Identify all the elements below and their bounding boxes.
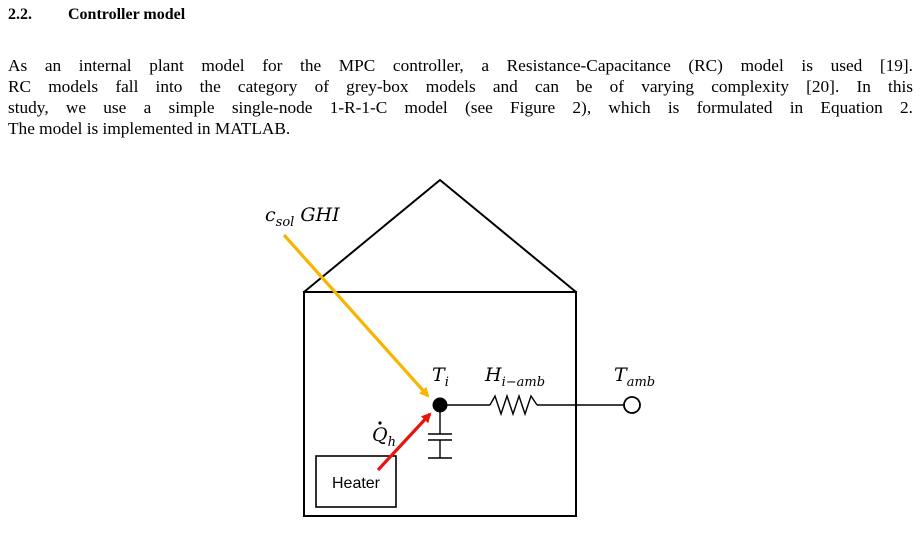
qh-label: Qh [372, 424, 396, 450]
paragraph-line: As an internal plant model for the MPC c… [8, 56, 913, 75]
tamb-terminal [623, 396, 641, 414]
solar-gain-label: csol GHI [265, 204, 340, 230]
heater-label: Heater [332, 475, 381, 492]
house-roof [303, 178, 577, 293]
section-heading: 2.2. Controller model [8, 6, 185, 24]
ti-node [432, 397, 448, 413]
section-title: Controller model [68, 6, 186, 23]
house-body [303, 291, 577, 517]
qh-dot [378, 421, 382, 425]
resistance-label: Hi−amb [484, 364, 545, 390]
tamb-label: Tamb [614, 364, 655, 390]
paragraph-line: The model is implemented in MATLAB. [8, 119, 291, 138]
solar-gain-arrow [282, 233, 430, 398]
paragraph-line: study, we use a simple single-node 1-R-1… [8, 98, 913, 117]
resistor-symbol [489, 393, 538, 417]
body-paragraph: As an internal plant model for the MPC c… [8, 55, 913, 139]
section-number: 2.2. [8, 6, 32, 23]
ti-label: Ti [432, 364, 449, 390]
heat-input-arrow [376, 412, 432, 472]
paragraph-line: RC models fall into the category of grey… [8, 77, 913, 96]
heater-box [315, 455, 397, 508]
